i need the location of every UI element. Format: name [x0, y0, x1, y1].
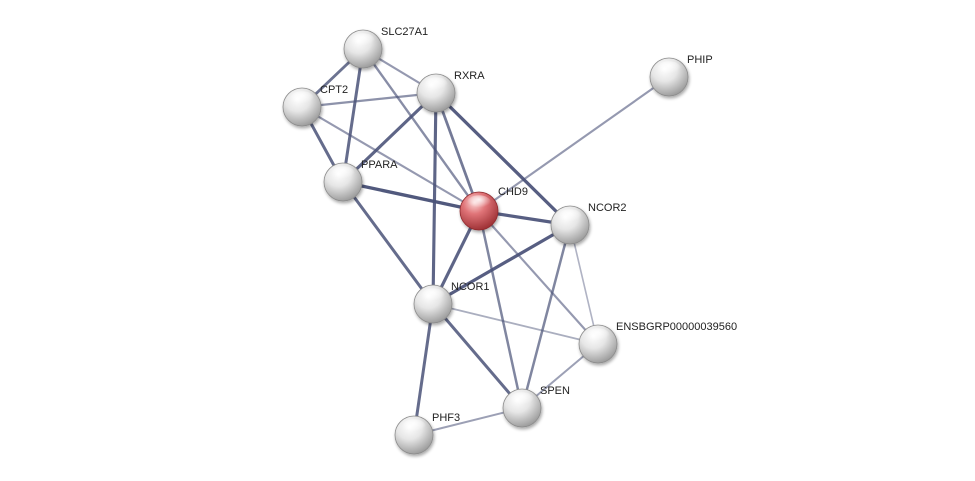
node-highlight — [331, 166, 355, 181]
node-label-spen: SPEN — [540, 385, 570, 397]
edge-slc27a1-ppara — [341, 47, 365, 184]
edge-rxra-ppara — [341, 91, 438, 184]
node-cpt2[interactable]: CPT2 — [282, 84, 348, 127]
edge-ncor1-ensbgrp00000039560 — [432, 303, 599, 345]
node-phip[interactable]: PHIP — [649, 54, 713, 97]
node-rxra[interactable]: RXRA — [416, 70, 485, 113]
node-label-ncor2: NCOR2 — [588, 202, 627, 214]
node-label-rxra: RXRA — [454, 70, 485, 82]
edge-chd9-phip — [477, 75, 671, 213]
node-phf3[interactable]: PHF3 — [394, 412, 460, 455]
node-label-ppara: PPARA — [361, 159, 398, 171]
node-ppara[interactable]: PPARA — [323, 159, 398, 202]
node-label-ncor1: NCOR1 — [451, 281, 490, 293]
node-highlight — [558, 209, 582, 224]
node-highlight — [467, 195, 491, 210]
node-label-phip: PHIP — [687, 54, 713, 66]
edge-ppara-ncor1 — [341, 180, 435, 306]
edge-ppara-chd9 — [341, 180, 481, 213]
edge-ncor2-ensbgrp00000039560 — [569, 224, 599, 345]
node-highlight — [657, 61, 681, 76]
edge-ncor2-ncor1 — [431, 223, 572, 306]
node-label-phf3: PHF3 — [432, 412, 460, 424]
edge-ncor2-spen — [520, 223, 572, 410]
node-chd9[interactable]: CHD9 — [459, 186, 528, 231]
node-highlight — [402, 419, 426, 434]
edge-chd9-spen — [477, 209, 524, 410]
node-slc27a1[interactable]: SLC27A1 — [343, 26, 428, 69]
node-label-ensbgrp00000039560: ENSBGRP00000039560 — [616, 321, 737, 333]
edge-rxra-chd9 — [434, 91, 481, 213]
edge-rxra-ncor2 — [434, 91, 572, 227]
node-ncor1[interactable]: NCOR1 — [413, 281, 490, 324]
edge-rxra-ncor1 — [431, 91, 438, 306]
edge-layer — [300, 47, 671, 437]
edge-ncor1-phf3 — [412, 302, 435, 437]
node-label-slc27a1: SLC27A1 — [381, 26, 428, 38]
node-highlight — [586, 328, 610, 343]
node-highlight — [421, 288, 445, 303]
edge-ncor1-spen — [431, 302, 524, 410]
node-ensbgrp00000039560[interactable]: ENSBGRP00000039560 — [578, 321, 737, 364]
node-spen[interactable]: SPEN — [502, 385, 570, 428]
node-highlight — [290, 91, 314, 106]
node-label-cpt2: CPT2 — [320, 84, 348, 96]
node-label-chd9: CHD9 — [498, 186, 528, 198]
edge-cpt2-rxra — [300, 91, 438, 109]
node-highlight — [351, 33, 375, 48]
node-highlight — [424, 77, 448, 92]
edge-cpt2-chd9 — [300, 105, 481, 213]
edge-slc27a1-chd9 — [361, 47, 481, 213]
node-highlight — [510, 392, 534, 407]
node-ncor2[interactable]: NCOR2 — [550, 202, 627, 245]
edge-chd9-ensbgrp00000039560 — [477, 209, 600, 346]
